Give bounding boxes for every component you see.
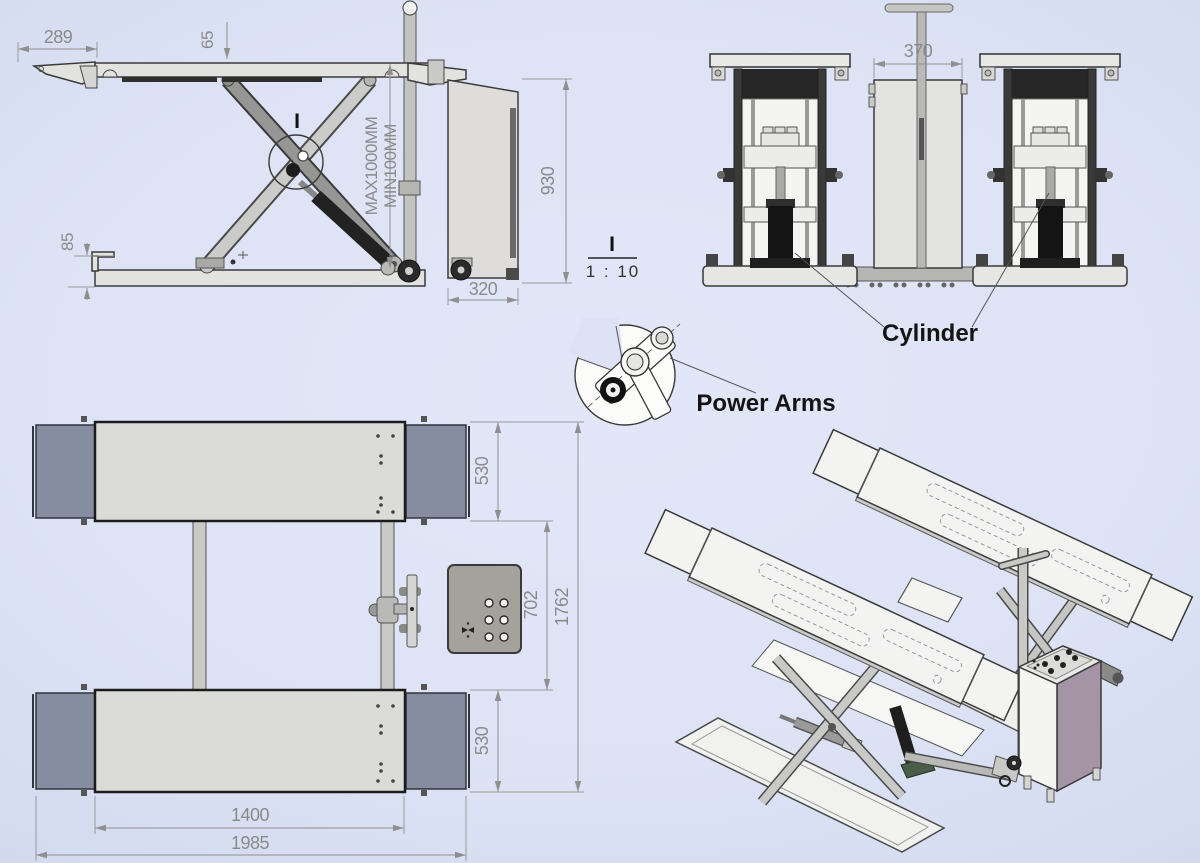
torsion-tube-left [192, 520, 207, 691]
slide-pad [222, 77, 322, 82]
cabinet-buttons [1032, 649, 1078, 674]
dim-702: 702 [521, 521, 551, 690]
iso-subframe [751, 639, 985, 757]
dim-530-bottom: 530 [472, 690, 502, 792]
detail-scale-note: I 1 : 10 [586, 233, 641, 281]
scale-value: 1 : 10 [586, 262, 641, 281]
svg-text:702: 702 [521, 590, 541, 619]
platform-pins [81, 416, 427, 525]
ramp-flap-top-right [405, 424, 467, 519]
control-panel-plan [447, 564, 522, 654]
svg-text:1985: 1985 [231, 833, 270, 853]
cabinet-handle-strip [510, 108, 516, 258]
cabinet-front-panel [1018, 665, 1058, 793]
cylinder-label: Cylinder [882, 320, 978, 347]
iso-runway-near [644, 508, 1026, 722]
svg-text:1400: 1400 [231, 805, 270, 825]
svg-text:370: 370 [904, 41, 933, 61]
svg-text:930: 930 [538, 166, 558, 195]
dim-320: 320 [447, 279, 519, 305]
ramp-flap-bottom-right [405, 692, 467, 790]
detail-circle-I [268, 134, 324, 190]
tube-bolts [845, 282, 955, 288]
platform-pins [81, 684, 427, 796]
svg-text:85: 85 [58, 233, 77, 251]
svg-text:1762: 1762 [552, 587, 572, 626]
runway-side [94, 62, 433, 78]
platform-screws-top [376, 434, 395, 514]
iso-base-near [674, 717, 946, 853]
power-arms-detail: Power Arms [568, 317, 836, 426]
isometric-view [644, 428, 1194, 853]
dim-1400: 1400 [95, 805, 404, 832]
handle-knob [402, 0, 418, 16]
ramp-flap-top-left [35, 424, 96, 519]
console-handle-post-side [403, 3, 417, 269]
hydraulic-cylinder-side [311, 190, 393, 268]
svg-text:289: 289 [44, 27, 73, 47]
iso-control-cabinet [998, 548, 1124, 803]
dim-289: 289 [17, 27, 98, 62]
dim-930: 930 [522, 78, 572, 284]
dim-85: 85 [58, 233, 114, 300]
base-frame [94, 269, 426, 287]
dim-min-label: MIN100MM [381, 124, 400, 208]
iso-crossbeam [897, 577, 963, 623]
center-pivot [286, 163, 300, 177]
dim-lift-height: MAX1000MM MIN100MM [362, 64, 400, 268]
platform-screws-bottom [376, 704, 395, 783]
slide-pad [122, 77, 217, 82]
panel-symbol [462, 622, 474, 638]
dim-370: 370 [873, 41, 963, 78]
platform-top [93, 420, 407, 523]
svg-text:530: 530 [472, 456, 492, 485]
console-cabinet-body [447, 79, 519, 279]
console-side-view: 930 320 [447, 78, 572, 305]
cylinder-callout: Cylinder [794, 192, 1050, 347]
front-view: 370 Cylinder [702, 3, 1128, 347]
dim-max-label: MAX1000MM [362, 117, 381, 215]
ramp-flap-bottom-left [35, 692, 96, 790]
svg-text:530: 530 [472, 726, 492, 755]
iso-runway-far [812, 428, 1194, 642]
dim-1985: 1985 [36, 833, 466, 859]
scale-marker-I: I [609, 233, 615, 256]
svg-text:320: 320 [469, 279, 498, 299]
dim-530-top: 530 [472, 422, 502, 521]
platform-bottom [93, 688, 407, 794]
side-view: I 289 65 85 MAX1000MM MIN100MM [17, 0, 467, 300]
plan-view: 530 702 530 1762 1400 1985 [32, 416, 584, 861]
panel-buttons [484, 598, 509, 642]
dim-1762: 1762 [552, 422, 582, 792]
svg-text:65: 65 [198, 31, 217, 49]
power-arms-label: Power Arms [696, 390, 835, 417]
detail-marker-I: I [294, 110, 300, 133]
power-arms-callout: Power Arms [669, 357, 836, 417]
t-handle [884, 3, 954, 13]
dim-65: 65 [198, 22, 231, 59]
